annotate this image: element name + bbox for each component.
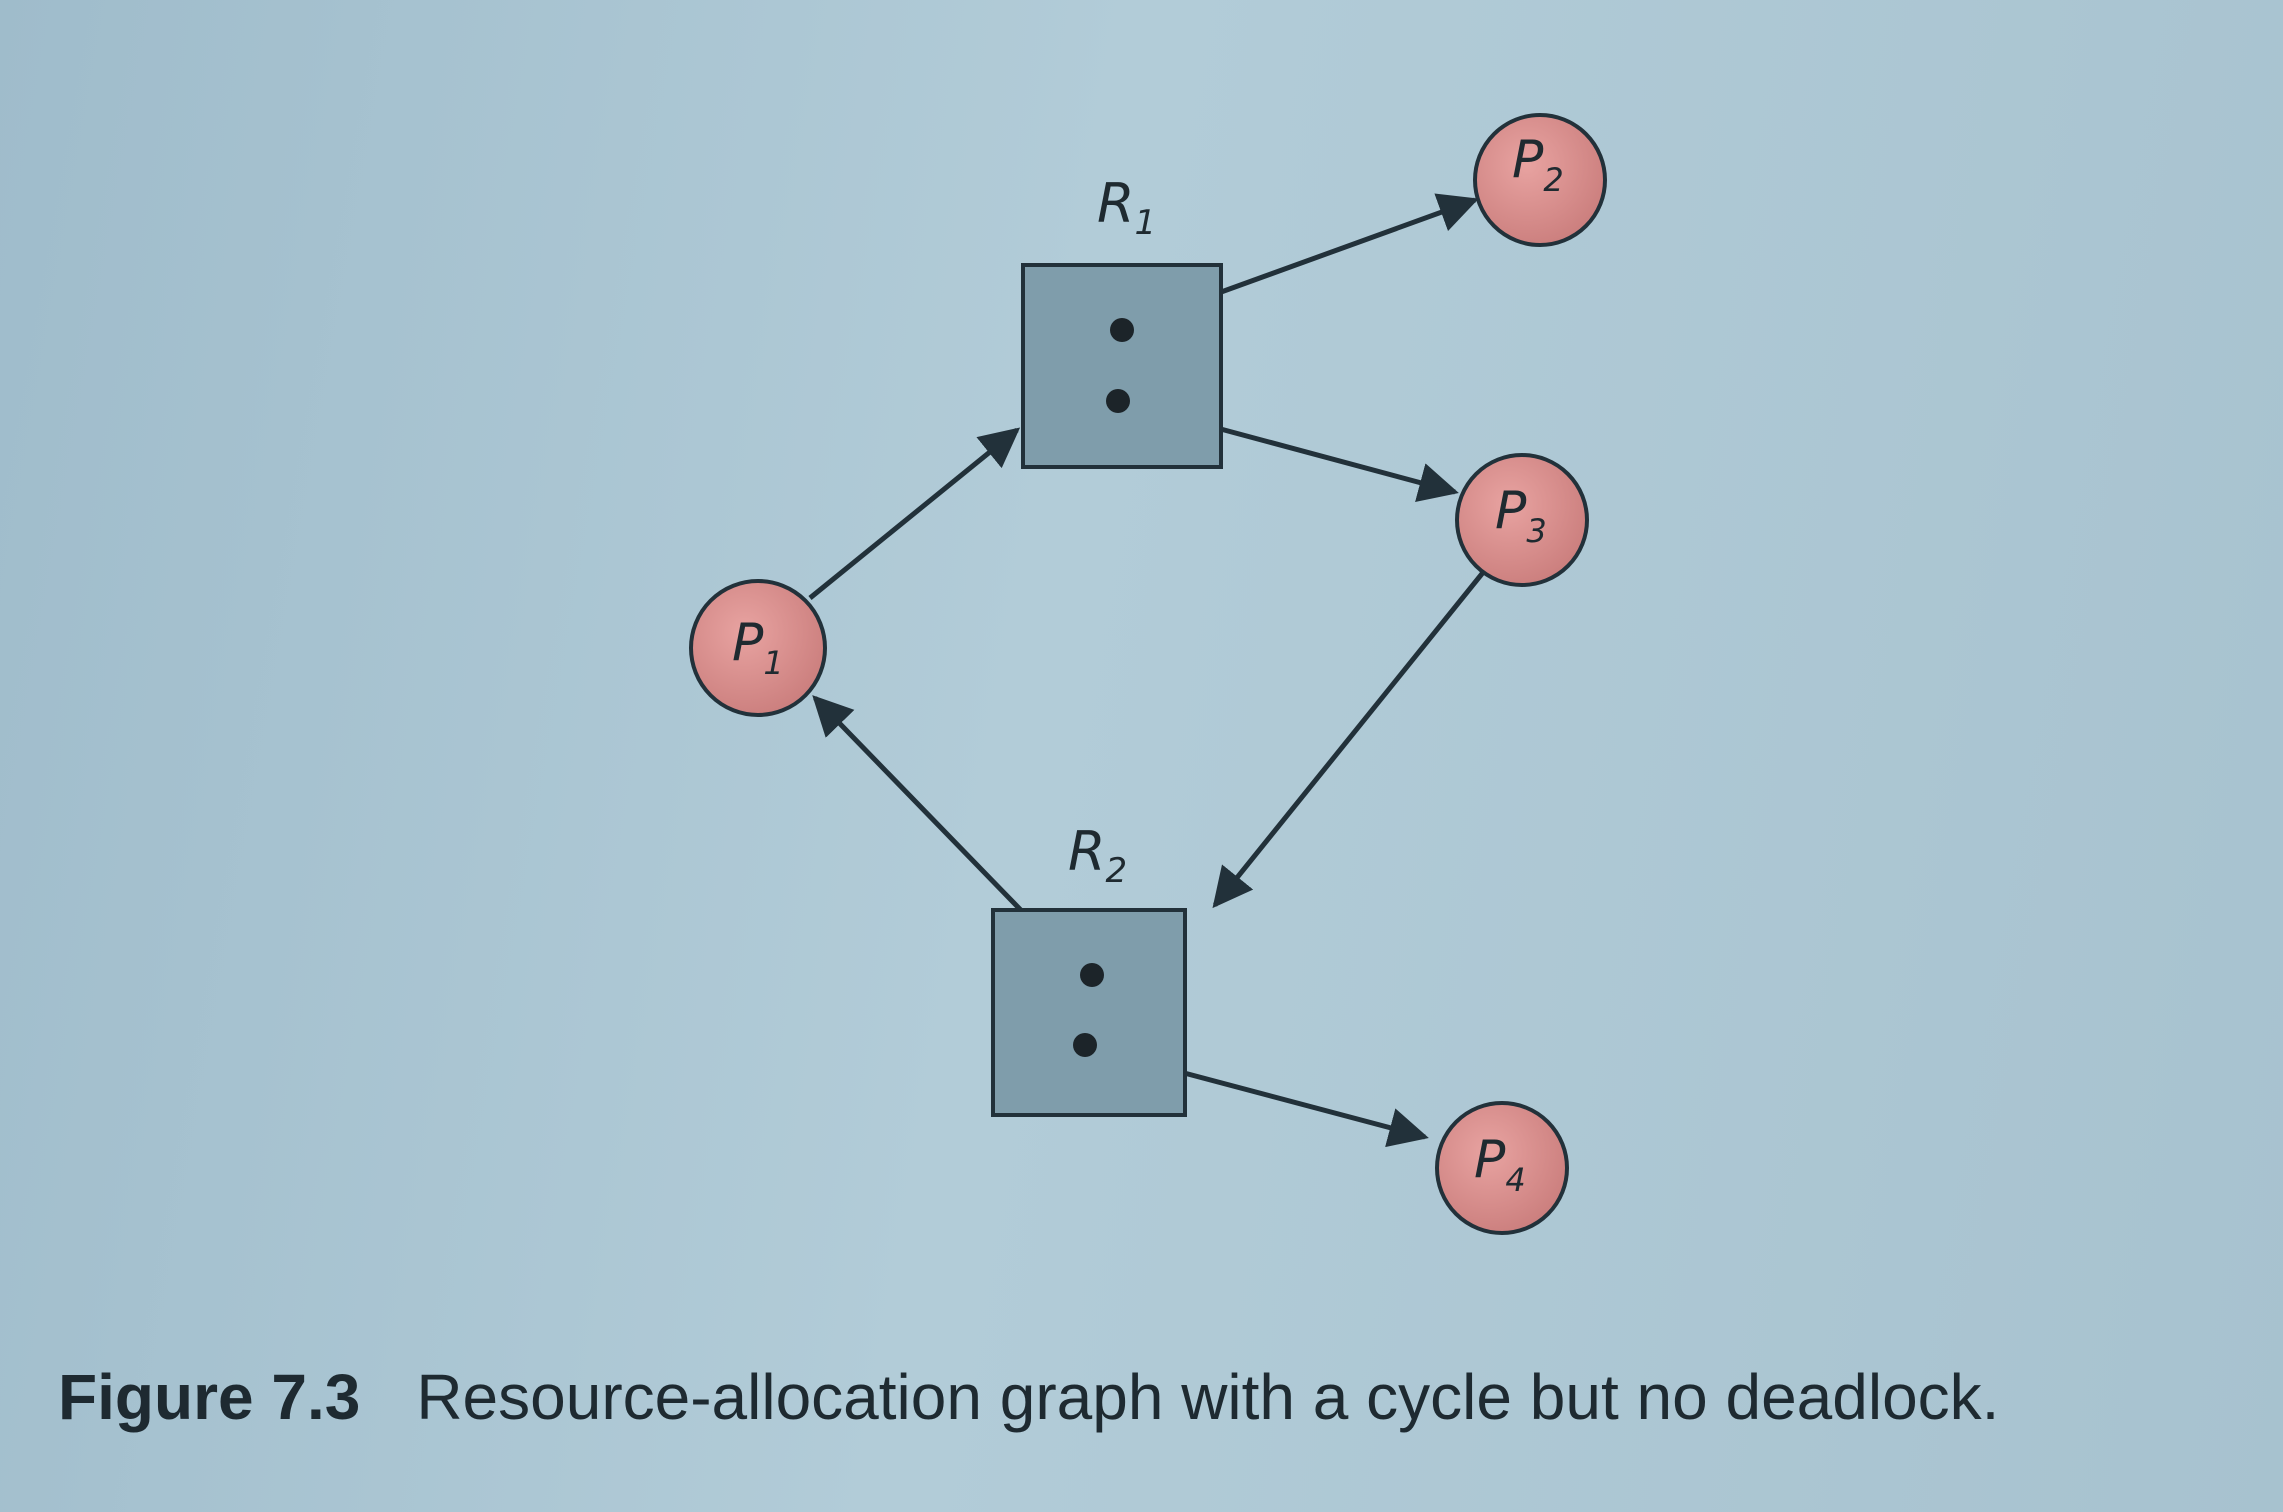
edge-p3-to-r2 <box>1212 568 1487 909</box>
process-p1-subscript: 1 <box>763 644 783 682</box>
figure-caption: Figure 7.3 Resource-allocation graph with… <box>58 1360 1999 1434</box>
process-p4-label: P4 <box>1474 1130 1526 1199</box>
resource-r2-label: R2 <box>1068 820 1127 891</box>
process-p3-label: P3 <box>1495 481 1547 550</box>
resource-r2: R2 <box>991 820 1187 1117</box>
caption-text: Resource-allocation graph with a cycle b… <box>416 1361 2000 1433</box>
process-p4: P4 <box>1435 1101 1569 1235</box>
resource-r2-instance-dot <box>1073 1033 1097 1057</box>
resource-r2-box <box>991 908 1187 1117</box>
resource-r1-instance-dot <box>1106 389 1130 413</box>
resource-r1-letter: R <box>1097 172 1135 235</box>
edge-p1-to-r1 <box>808 427 1021 600</box>
process-p2-subscript: 2 <box>1543 161 1563 199</box>
process-p1-label: P1 <box>732 613 784 682</box>
process-p4-subscript: 4 <box>1505 1161 1525 1199</box>
process-p1-letter: P <box>732 613 764 673</box>
resource-r2-subscript: 2 <box>1106 851 1128 891</box>
resource-r1-instance-dot <box>1110 318 1134 342</box>
process-p2: P2 <box>1473 113 1607 247</box>
process-p3-letter: P <box>1495 481 1527 541</box>
process-p4-circle <box>1435 1101 1569 1235</box>
process-p4-letter: P <box>1474 1130 1506 1190</box>
resource-r2-letter: R <box>1068 820 1106 883</box>
process-p1-circle <box>689 579 827 717</box>
resource-r1-label: R1 <box>1097 172 1156 243</box>
process-p3-circle <box>1455 453 1589 587</box>
edge-r2-to-p1 <box>812 695 1047 937</box>
resource-r1: R1 <box>1021 172 1223 469</box>
resource-r1-subscript: 1 <box>1135 203 1157 243</box>
process-p2-letter: P <box>1512 130 1544 190</box>
process-p3: P3 <box>1455 453 1589 587</box>
resource-r1-box <box>1021 263 1223 469</box>
process-p2-label: P2 <box>1512 130 1564 199</box>
figure-number: Figure 7.3 <box>58 1361 361 1433</box>
process-p1: P1 <box>689 579 827 717</box>
resource-r2-instance-dot <box>1080 963 1104 987</box>
process-p3-subscript: 3 <box>1526 512 1546 550</box>
process-p2-circle <box>1473 113 1607 247</box>
